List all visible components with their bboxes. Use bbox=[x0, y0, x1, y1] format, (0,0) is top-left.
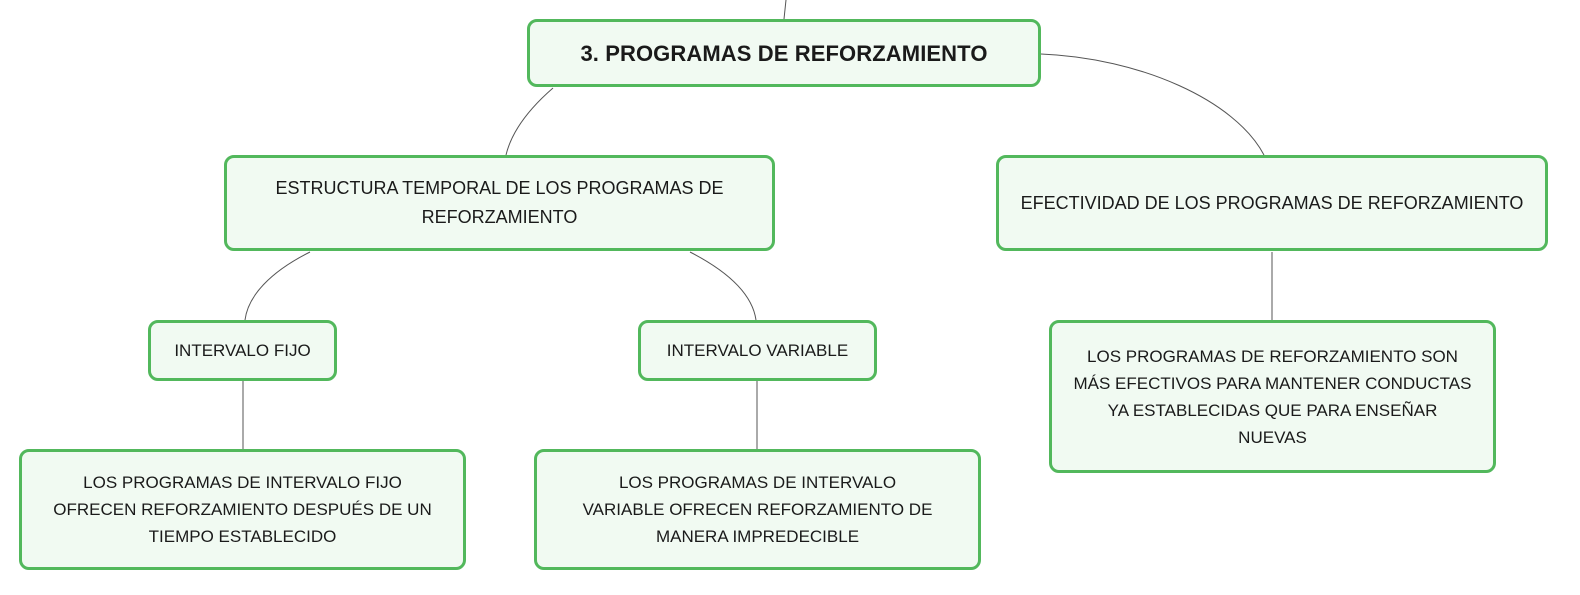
intervalo-variable-detail-text: LOS PROGRAMAS DE INTERVALO VARIABLE OFRE… bbox=[582, 473, 933, 546]
connector-estructura-to-intervalo-fijo bbox=[244, 251, 311, 321]
intervalo-variable-detail-node[interactable]: LOS PROGRAMAS DE INTERVALO VARIABLE OFRE… bbox=[534, 449, 981, 570]
efectividad-detail-node[interactable]: LOS PROGRAMAS DE REFORZAMIENTO SON MÁS E… bbox=[1049, 320, 1496, 473]
connector-root-to-estructura bbox=[505, 87, 554, 156]
estructura-temporal-label: ESTRUCTURA TEMPORAL DE LOS PROGRAMAS DE … bbox=[275, 178, 724, 227]
intervalo-variable-label: INTERVALO VARIABLE bbox=[666, 341, 849, 360]
efectividad-node[interactable]: EFECTIVIDAD DE LOS PROGRAMAS DE REFORZAM… bbox=[996, 155, 1548, 251]
intervalo-fijo-node[interactable]: INTERVALO FIJO bbox=[148, 320, 337, 381]
intervalo-fijo-label: INTERVALO FIJO bbox=[174, 341, 311, 360]
intervalo-fijo-detail-node[interactable]: LOS PROGRAMAS DE INTERVALO FIJO OFRECEN … bbox=[19, 449, 466, 570]
efectividad-label: EFECTIVIDAD DE LOS PROGRAMAS DE REFORZAM… bbox=[1020, 192, 1524, 213]
connector-estructura-to-intervalo-variable bbox=[689, 251, 757, 321]
estructura-temporal-node[interactable]: ESTRUCTURA TEMPORAL DE LOS PROGRAMAS DE … bbox=[224, 155, 775, 251]
intervalo-variable-node[interactable]: INTERVALO VARIABLE bbox=[638, 320, 877, 381]
root-topic-label: 3. PROGRAMAS DE REFORZAMIENTO bbox=[580, 40, 988, 66]
connector-root-to-efectividad bbox=[1040, 53, 1265, 156]
efectividad-detail-text: LOS PROGRAMAS DE REFORZAMIENTO SON MÁS E… bbox=[1073, 346, 1472, 447]
connector-parent-to-root bbox=[783, 0, 787, 20]
intervalo-fijo-detail-text: LOS PROGRAMAS DE INTERVALO FIJO OFRECEN … bbox=[53, 473, 432, 546]
root-topic-node[interactable]: 3. PROGRAMAS DE REFORZAMIENTO bbox=[527, 19, 1041, 87]
